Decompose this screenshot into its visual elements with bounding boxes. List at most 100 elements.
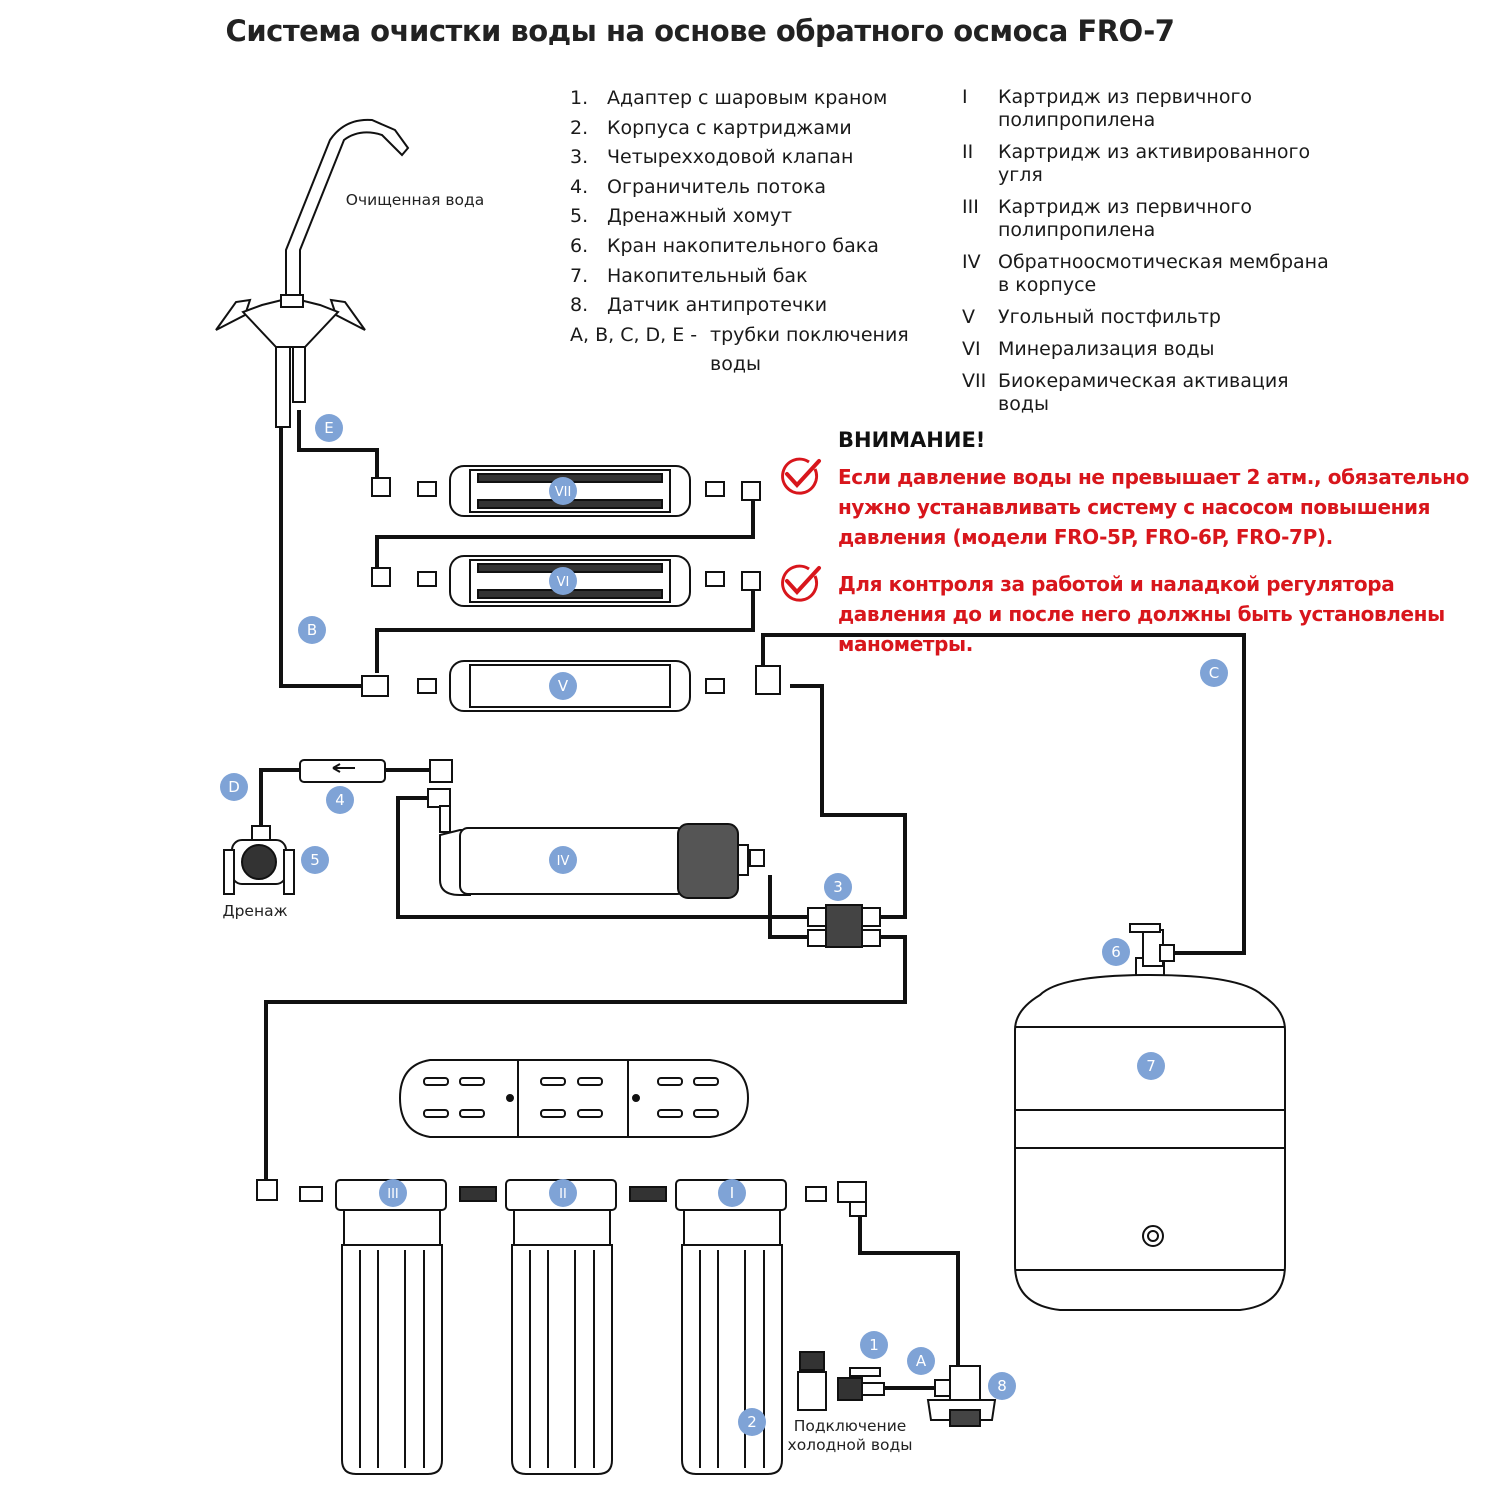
badge-4: 4 [326,786,354,814]
clean-water-caption: Очищенная вода [345,191,485,209]
tank-valve [1129,923,1175,967]
pipe-membrane-out [768,875,808,939]
legend-item: 6.Кран накопительного бака [570,232,910,262]
legend-label: Адаптер с шаровым краном [607,87,888,109]
cartridge-label: Минерализация воды [998,338,1215,360]
badge-5: 5 [301,846,329,874]
legend-label: трубки поключения воды [710,323,909,375]
badges: E B C D A 1 2 3 4 5 6 7 8 VII VI V IV II… [220,414,1228,1436]
cartridge-num: III [962,196,979,218]
badge-vii-text: VII [555,485,572,500]
legend-item: 2. Корпуса с картриджами [570,114,910,144]
cartridge-item: V Угольный постфильтр [962,306,1338,329]
badge-2: 2 [738,1408,766,1436]
badge-a-text: A [916,1352,927,1370]
badge-ii-text: II [559,1187,567,1202]
warning-heading: ВНИМАНИЕ! [838,428,986,452]
pipe-d [259,768,300,828]
cartridge-label: Картридж из первичного полипропилена [998,86,1253,131]
legend-num: 8. [570,294,589,317]
badge-iii-text: III [387,1187,399,1202]
cold-water-caption: Подключение холодной воды [787,1417,913,1454]
storage-tank [1014,957,1286,1311]
page-title: Система очистки воды на основе обратного… [225,14,1175,48]
badge-v: V [549,672,577,700]
cartridge-label: Биокерамическая активация воды [998,370,1289,415]
cartridge-label: Угольный постфильтр [998,306,1221,328]
cartridge-label: Картридж из активированного угля [998,141,1311,186]
badge-e: E [315,414,343,442]
faucet [215,118,410,428]
components-legend: 1.Адаптер с шаровым краном 2.Корпуса с к… [570,84,910,379]
legend-num: 6. [570,234,589,257]
badge-b: B [298,616,326,644]
legend-item: 8.Датчик антипротечки [570,291,910,321]
pipe-e [297,410,379,478]
membrane-iv [427,788,765,899]
pipe-inlet [858,1213,960,1370]
legend-item: 4.Ограничитель потока [570,173,910,203]
badge-2-text: 2 [747,1413,757,1431]
cartridge-label: Картридж из первичного полипропилена [998,196,1253,241]
pipe-v-valve [790,684,907,919]
leak-sensor [926,1365,997,1427]
legend-num: 7. [570,264,589,287]
flow-restrictor [299,759,453,783]
badge-d-text: D [228,778,240,796]
badge-6: 6 [1102,938,1130,966]
badge-c-text: C [1209,664,1219,682]
badge-4-text: 4 [335,791,345,809]
badge-v-text: V [558,677,569,695]
pipe-valve-filters [264,935,907,1182]
pipe-c [761,633,1246,955]
cartridge-item: VI Минерализация воды [962,338,1338,361]
cartridge-num: VII [962,370,987,392]
badge-iii: III [379,1179,407,1207]
badge-vi-text: VI [557,575,570,590]
badge-iv: IV [549,846,577,874]
badge-3-text: 3 [833,878,843,896]
check-icon [781,457,821,495]
warning-item-pressure: Если давление воды не превышает 2 атм., … [838,465,1470,549]
cartridge-num: IV [962,251,981,273]
fittings [361,477,781,697]
badge-c: C [1200,659,1228,687]
cartridge-item: II Картридж из активированного угля [962,141,1338,187]
badge-8-text: 8 [997,1377,1007,1395]
filter-housing-ii [505,1179,617,1475]
legend-num: A, B, C, D, E - [570,323,698,346]
pipe-membrane-return [396,796,808,919]
legend-label: Накопительный бак [607,264,808,287]
legend-label: Дренажный хомут [607,205,793,228]
badge-i-text: I [730,1184,734,1202]
badge-iv-text: IV [557,854,570,869]
cartridge-num: V [962,306,975,328]
cartridge-num: II [962,141,974,163]
legend-label: Корпуса с картриджами [607,116,852,139]
pipe-vi-v [375,588,755,673]
legend-pipes: A, B, C, D, E - трубки поключения воды [570,321,910,379]
legend-item: 3. Четырехходовой клапан [570,143,910,173]
legend-num: 3. [570,146,589,169]
filter-housing-iii [335,1179,447,1475]
cartridge-label: Обратноосмотическая мембрана в корпусе [998,251,1329,296]
legend-label: Четырехходовой клапан [607,146,854,169]
cartridge-item: IV Обратноосмотическая мембрана в корпусе [962,251,1338,297]
drain-caption: Дренаж [222,902,288,920]
badge-a: A [907,1347,935,1375]
cartridge-num: VI [962,338,981,360]
legend-item: 7. Накопительный бак [570,262,910,292]
badge-e-text: E [324,419,333,437]
mounting-bracket [398,1059,750,1138]
badge-vi: VI [549,567,577,595]
legend-num: 2. [570,116,589,139]
badge-i: I [718,1179,746,1207]
badge-8: 8 [988,1372,1016,1400]
badge-3: 3 [824,873,852,901]
legend-num: 4. [570,175,589,198]
badge-5-text: 5 [310,851,320,869]
badge-ii: II [549,1179,577,1207]
